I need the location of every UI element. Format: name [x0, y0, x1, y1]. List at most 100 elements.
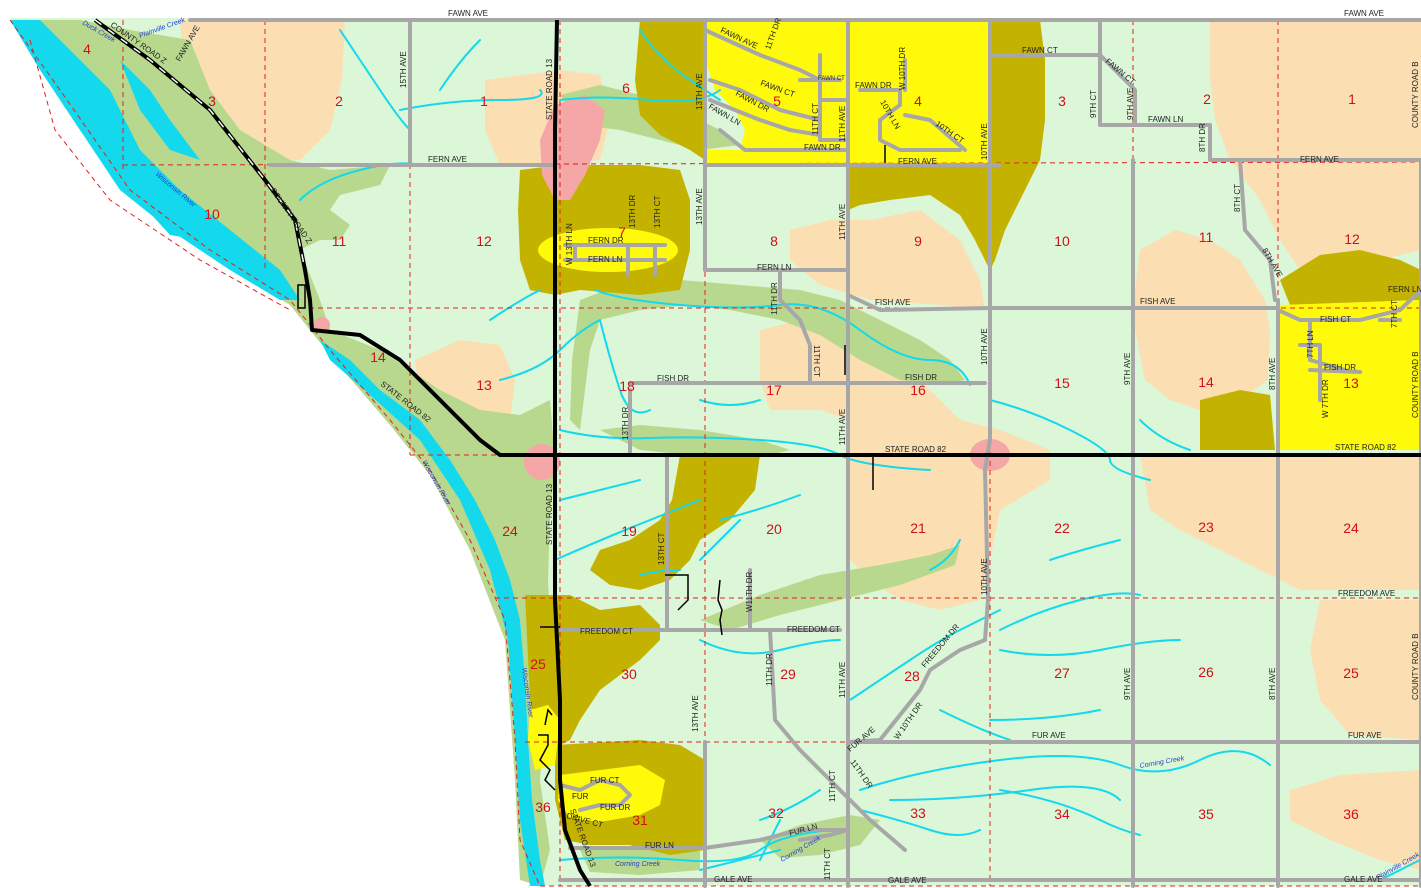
13th-ave-label: 13TH AVE: [695, 188, 704, 225]
section-number: 11: [332, 233, 347, 249]
fur-ave-label: FUR AVE: [1348, 731, 1382, 740]
fish-ave-label: FISH AVE: [1140, 297, 1175, 306]
11th-ct-label: 11TH CT: [823, 848, 832, 880]
section-number: 24: [502, 523, 518, 539]
section-number: 30: [621, 666, 637, 682]
section-number: 16: [910, 382, 926, 398]
section-number: 2: [335, 93, 343, 109]
section-number: 22: [1054, 520, 1070, 536]
9th-ct-label: 9TH CT: [1089, 90, 1098, 118]
section-number: 10: [1054, 233, 1070, 249]
section-number: 5: [773, 93, 781, 109]
section-numbers: 4 3 2 1 6 5 4 3 2 1 10 11 12 7 8 9 10 11…: [83, 41, 1360, 828]
section-number: 25: [1343, 665, 1359, 681]
gale-ave-label: GALE AVE: [714, 875, 753, 884]
section-number: 35: [1198, 806, 1214, 822]
fern-ln-label: FERN LN: [757, 263, 791, 272]
fawn-ave-label: FAWN AVE: [1344, 9, 1384, 18]
section-number: 14: [370, 349, 386, 365]
fur-ave-label: FUR AVE: [1032, 731, 1066, 740]
section-number: 27: [1054, 665, 1070, 681]
section-number: 14: [1198, 374, 1214, 390]
section-number: 1: [480, 93, 488, 109]
fish-ct-label: FISH CT: [1320, 315, 1351, 324]
section-number: 8: [770, 233, 778, 249]
section-number: 13: [1343, 375, 1359, 391]
fawn-ln-label: FAWN LN: [1148, 115, 1183, 124]
15th-ave-label: 15TH AVE: [399, 51, 408, 88]
section-number: 4: [83, 41, 91, 57]
9th-ave-label: 9TH AVE: [1123, 353, 1132, 385]
13th-ave-label: 13TH AVE: [695, 73, 704, 110]
section-number: 34: [1054, 806, 1070, 822]
fern-dr-label: FERN DR: [588, 236, 624, 245]
section-number: 10: [204, 206, 220, 222]
floodplain-areas: [10, 20, 965, 886]
section-number: 26: [1198, 664, 1214, 680]
state-road-13-label: STATE ROAD 13: [545, 58, 554, 120]
8th-ave-label: 8TH AVE: [1268, 668, 1277, 700]
section-number: 28: [904, 668, 920, 684]
11th-ave-label: 11TH AVE: [838, 409, 847, 445]
11th-ct-label: 11TH CT: [828, 770, 837, 802]
section-number: 18: [619, 378, 635, 394]
section-number: 2: [1203, 91, 1211, 107]
county-road-b-label: COUNTY ROAD B: [1411, 633, 1420, 700]
w-10th-dr-label: W 10TH DR: [898, 47, 907, 90]
state-road-13-label: STATE ROAD 13: [545, 483, 554, 545]
fur-dr-label: FUR DR: [600, 803, 630, 812]
fish-ave-label: FISH AVE: [875, 298, 910, 307]
w-7th-dr-label: W 7TH DR: [1321, 379, 1330, 418]
fish-dr-label: FISH DR: [905, 373, 937, 382]
13th-dr-label: 13TH DR: [621, 406, 630, 440]
section-number: 9: [914, 233, 922, 249]
13th-ave-label: 13TH AVE: [691, 695, 700, 732]
13th-ct-label: 13TH CT: [653, 195, 662, 228]
local-roads: [188, 18, 1421, 888]
creeks: [299, 29, 1421, 881]
10th-ave-label: 10TH AVE: [980, 328, 989, 365]
9th-ave-label: 9TH AVE: [1123, 668, 1132, 700]
11th-ct-label: 11TH CT: [811, 103, 820, 135]
section-number: 13: [476, 377, 492, 393]
fish-dr-label: FISH DR: [657, 374, 689, 383]
section-number: 15: [1054, 375, 1070, 391]
11th-ave-label: 11TH AVE: [838, 662, 847, 698]
freedom-ave-label: FREEDOM AVE: [1338, 589, 1395, 598]
w-13th-ln-label: W 13TH LN: [565, 223, 574, 265]
section-number: 19: [621, 523, 637, 539]
fur-ln-label: FUR LN: [645, 841, 674, 850]
w-11th-dr-label: W11TH DR: [745, 571, 754, 612]
section-number: 7: [618, 224, 626, 240]
section-number: 11: [1199, 229, 1214, 245]
freedom-ct-label: FREEDOM CT: [787, 625, 840, 634]
freedom-ct-label: FREEDOM CT: [580, 627, 633, 636]
11th-dr-label: 11TH DR: [765, 653, 774, 686]
9th-ave-label: 9TH AVE: [1126, 88, 1135, 120]
fish-dr-label: FISH DR: [1324, 363, 1356, 372]
section-number: 36: [1343, 806, 1359, 822]
section-number: 1: [1348, 91, 1356, 107]
8th-dr-label: 8TH DR: [1198, 123, 1207, 152]
state-road-82-label: STATE ROAD 82: [885, 445, 947, 454]
10th-ave-label: 10TH AVE: [980, 123, 989, 160]
7th-ln-label: 7TH LN: [1306, 330, 1315, 358]
section-number: 24: [1343, 520, 1359, 536]
fur-ct-label: FUR CT: [590, 776, 619, 785]
section-number: 4: [914, 93, 922, 109]
fern-ave-label: FERN AVE: [1300, 155, 1339, 164]
state-road-82-label: STATE ROAD 82: [1335, 443, 1397, 452]
section-number: 21: [910, 520, 926, 536]
small-features: [297, 145, 886, 791]
section-number: 20: [766, 521, 782, 537]
section-number: 3: [1058, 93, 1066, 109]
fawn-ct-label: FAWN CT: [818, 76, 845, 82]
fern-ave-label: FERN AVE: [428, 155, 467, 164]
fern-ave-label: FERN AVE: [898, 157, 937, 166]
gale-ave-label: GALE AVE: [1344, 875, 1383, 884]
11th-dr-label: 11TH DR: [770, 282, 779, 315]
section-number: 12: [1344, 231, 1360, 247]
section-number: 23: [1198, 519, 1214, 535]
fawn-ct-label: FAWN CT: [1022, 46, 1058, 55]
